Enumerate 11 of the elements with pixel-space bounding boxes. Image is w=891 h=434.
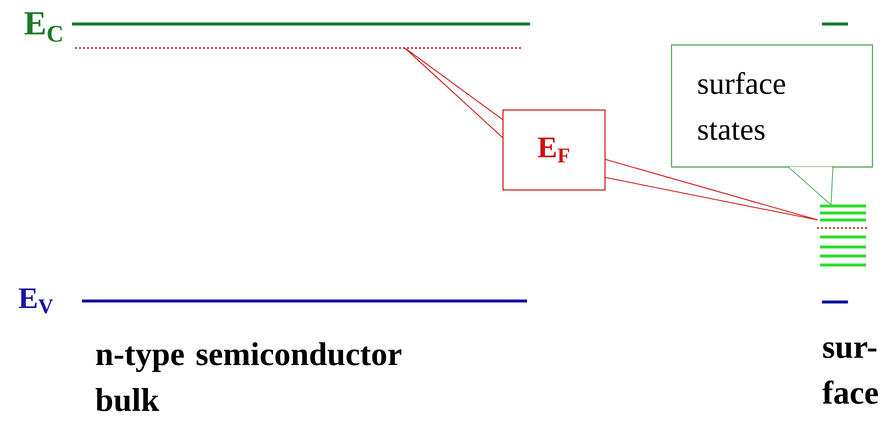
band-label: E$_{C}$ <box>24 12 62 42</box>
fermi-level-line <box>75 47 521 49</box>
callout-box: surface states <box>670 44 874 168</box>
callout-box: E$_{F}$ <box>502 110 606 190</box>
region-label: sur- face <box>822 342 878 404</box>
leader-line <box>605 159 818 220</box>
leader-line <box>788 167 834 206</box>
region-label: n-type semiconductor bulk <box>96 342 402 412</box>
surface-states-drawing <box>817 204 868 266</box>
leader-line <box>404 48 503 138</box>
band-label: E$_{V}$ <box>18 288 54 314</box>
